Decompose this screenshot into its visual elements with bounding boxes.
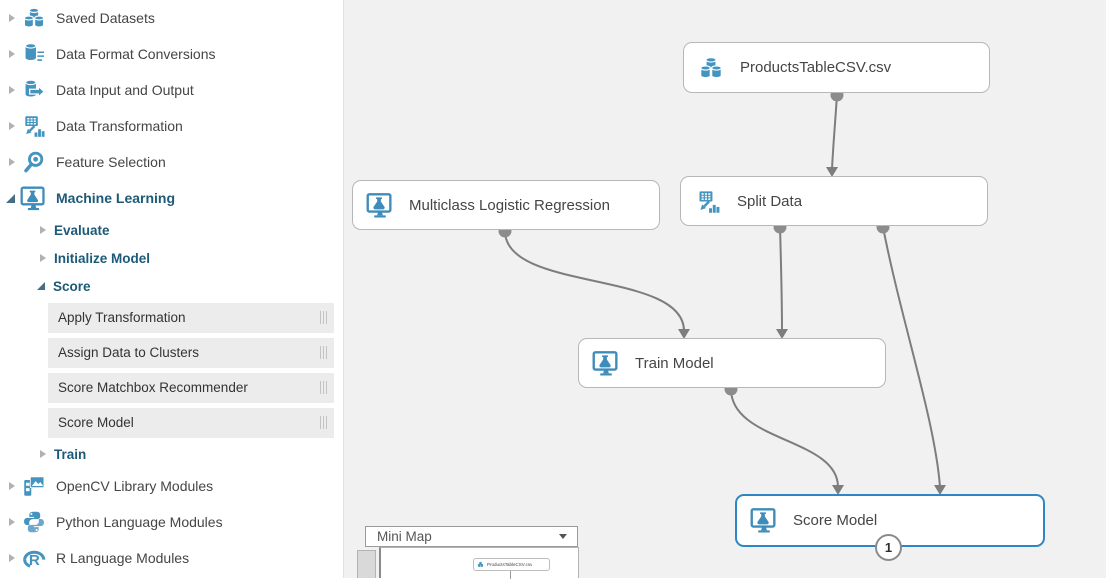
- grip-icon: [320, 346, 327, 359]
- sidebar-module-score-model[interactable]: Score Model: [0, 405, 343, 440]
- connector-dataset-to-split[interactable]: [831, 94, 838, 170]
- sidebar-item-data-transformation[interactable]: Data Transformation: [0, 108, 343, 144]
- chevron-down-icon[interactable]: [559, 534, 567, 539]
- input-port-arrow[interactable]: [826, 167, 838, 177]
- sidebar-item-label: Evaluate: [54, 222, 110, 238]
- badge-number: 1: [884, 540, 893, 555]
- minimap-connector: [510, 571, 511, 579]
- sidebar-item-label: Data Transformation: [56, 118, 183, 134]
- module-label: Score Matchbox Recommender: [58, 380, 248, 395]
- sidebar-item-label: Data Input and Output: [56, 82, 194, 98]
- minimap-header[interactable]: Mini Map: [365, 526, 578, 547]
- grip-icon: [320, 311, 327, 324]
- input-port-arrow[interactable]: [934, 485, 946, 495]
- minimap-preview[interactable]: ProductsTableCSV.csv: [379, 547, 579, 579]
- node-label: Split Data: [737, 192, 803, 210]
- r-language-icon: R: [20, 545, 47, 571]
- input-port-arrow[interactable]: [832, 485, 844, 495]
- sidebar-item-label: Feature Selection: [56, 154, 166, 170]
- sidebar-item-label: Score: [53, 278, 91, 294]
- collapse-triangle-icon: [40, 254, 46, 262]
- node-label: Multiclass Logistic Regression: [409, 196, 610, 214]
- machine-learning-icon: [366, 192, 394, 219]
- sidebar-item-evaluate[interactable]: Evaluate: [0, 216, 343, 244]
- sidebar-item-initialize-model[interactable]: Initialize Model: [0, 244, 343, 272]
- sidebar-item-r-language-modules[interactable]: R R Language Modules: [0, 540, 343, 576]
- collapse-triangle-icon: [9, 518, 15, 526]
- feature-selection-icon: [20, 149, 47, 175]
- sidebar-item-opencv-library-modules[interactable]: OpenCV Library Modules: [0, 468, 343, 504]
- connector-train-to-score[interactable]: [730, 388, 839, 488]
- collapse-triangle-icon: [9, 482, 15, 490]
- machine-learning-icon: [750, 507, 778, 534]
- sidebar-item-python-language-modules[interactable]: Python Language Modules: [0, 504, 343, 540]
- expand-triangle-icon: [37, 282, 45, 290]
- collapse-triangle-icon: [40, 226, 46, 234]
- minimap-node-label: ProductsTableCSV.csv: [487, 562, 533, 567]
- machine-learning-icon: [592, 350, 620, 377]
- connector-mlr-to-train[interactable]: [504, 230, 685, 332]
- input-port-arrow[interactable]: [678, 329, 690, 339]
- minimap-node: ProductsTableCSV.csv: [473, 558, 550, 571]
- datasets-icon: [477, 561, 484, 567]
- minimap-title: Mini Map: [377, 529, 432, 544]
- node-label: Train Model: [635, 354, 714, 372]
- connector-split-to-train[interactable]: [779, 226, 783, 332]
- sidebar-item-score[interactable]: Score: [0, 272, 343, 300]
- experiment-canvas[interactable]: ProductsTableCSV.csv Multiclass Logistic…: [344, 0, 1106, 579]
- svg-text:R: R: [28, 552, 39, 569]
- input-port-arrow[interactable]: [776, 329, 788, 339]
- node-label: ProductsTableCSV.csv: [740, 59, 892, 76]
- module-label: Assign Data to Clusters: [58, 345, 200, 360]
- python-icon: [20, 509, 47, 535]
- sidebar-module-apply-transformation[interactable]: Apply Transformation: [0, 300, 343, 335]
- output-port-badge[interactable]: 1: [875, 534, 902, 561]
- node-products-table-csv[interactable]: ProductsTableCSV.csv: [683, 42, 990, 93]
- minimap-gray-block: [357, 550, 376, 578]
- sidebar-item-label: Data Format Conversions: [56, 46, 216, 62]
- module-palette-sidebar: Saved Datasets Data Format Conversions: [0, 0, 344, 578]
- transformation-icon: [20, 113, 47, 139]
- datasets-icon: [697, 54, 725, 81]
- sidebar-item-label: Train: [54, 446, 87, 462]
- collapse-triangle-icon: [9, 86, 15, 94]
- sidebar-item-label: Initialize Model: [54, 250, 151, 266]
- opencv-icon: [20, 473, 47, 499]
- collapse-triangle-icon: [9, 50, 15, 58]
- sidebar-item-machine-learning[interactable]: Machine Learning: [0, 180, 343, 216]
- sidebar-module-assign-data-to-clusters[interactable]: Assign Data to Clusters: [0, 335, 343, 370]
- node-score-model[interactable]: Score Model: [735, 494, 1045, 547]
- module-label: Score Model: [58, 415, 134, 430]
- sidebar-item-saved-datasets[interactable]: Saved Datasets: [0, 0, 343, 36]
- sidebar-item-feature-selection[interactable]: Feature Selection: [0, 144, 343, 180]
- sidebar-item-train[interactable]: Train: [0, 440, 343, 468]
- collapse-triangle-icon: [9, 14, 15, 22]
- collapse-triangle-icon: [9, 122, 15, 130]
- format-conversions-icon: [20, 41, 47, 67]
- expand-triangle-icon: [6, 193, 15, 203]
- datasets-icon: [20, 5, 47, 31]
- sidebar-item-label: Machine Learning: [56, 190, 176, 206]
- sidebar-item-data-input-and-output[interactable]: Data Input and Output: [0, 72, 343, 108]
- node-split-data[interactable]: Split Data: [680, 176, 988, 226]
- sidebar-item-label: Python Language Modules: [56, 514, 223, 530]
- grip-icon: [320, 381, 327, 394]
- collapse-triangle-icon: [9, 554, 15, 562]
- grip-icon: [320, 416, 327, 429]
- collapse-triangle-icon: [40, 450, 46, 458]
- sidebar-item-label: Saved Datasets: [56, 10, 155, 26]
- sidebar-item-data-format-conversions[interactable]: Data Format Conversions: [0, 36, 343, 72]
- node-multiclass-logistic-regression[interactable]: Multiclass Logistic Regression: [352, 180, 660, 230]
- collapse-triangle-icon: [9, 158, 15, 166]
- node-label: Score Model: [793, 512, 878, 529]
- sidebar-item-label: R Language Modules: [56, 550, 190, 566]
- machine-learning-icon: [20, 185, 47, 211]
- input-output-icon: [20, 77, 47, 103]
- node-train-model[interactable]: Train Model: [578, 338, 886, 388]
- connector-split-to-score[interactable]: [882, 226, 941, 488]
- sidebar-item-label: OpenCV Library Modules: [56, 478, 214, 494]
- module-label: Apply Transformation: [58, 310, 186, 325]
- sidebar-module-score-matchbox-recommender[interactable]: Score Matchbox Recommender: [0, 370, 343, 405]
- transformation-icon: [694, 188, 722, 215]
